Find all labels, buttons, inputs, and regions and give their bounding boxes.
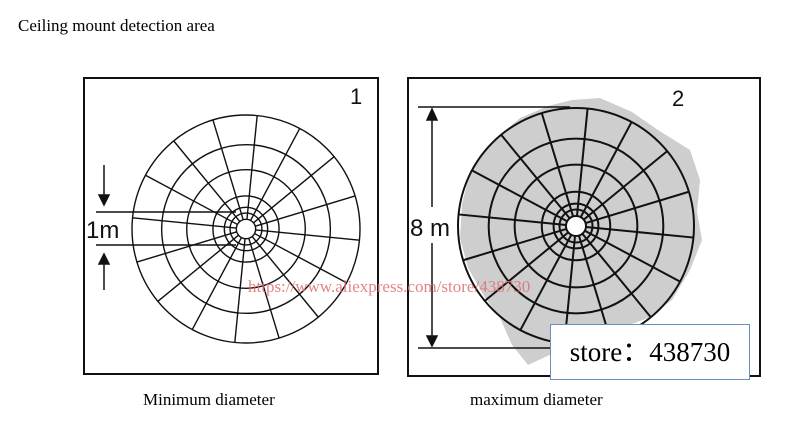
zone-spoke [191,237,243,330]
zone-spoke [583,150,668,221]
dimension-label: 8 m [410,215,450,242]
panel-minimum: 1 1m [83,77,379,375]
zone-spoke [251,236,319,318]
zone-spoke [212,119,244,220]
zone-spoke [249,128,301,221]
zone-spoke [136,231,237,263]
zone-spoke [519,234,573,331]
zone-spoke [157,234,239,302]
zone-spoke [234,238,246,343]
store-badge: store：438730 [550,324,750,380]
inner-ring [552,202,600,250]
zone-spoke [585,190,690,225]
zone-spoke [145,174,238,226]
caption-maximum: maximum diameter [470,390,603,409]
zone-spoke [458,213,567,227]
zone-spoke [248,238,280,339]
watermark-url: https://www.aliexpress.com/store/438730 [248,277,531,296]
panel-number: 2 [672,86,684,111]
inner-ring [229,212,263,246]
zone-spoke [575,108,589,217]
zone-spoke [246,115,258,220]
zone-spoke [462,227,567,262]
zone-spoke [255,195,356,227]
sensor-hub [564,214,588,238]
zone-spoke [581,233,652,318]
zone-spoke [577,235,612,340]
zone-spoke [500,134,571,219]
panel-number: 1 [350,84,362,109]
range-ring [513,163,639,289]
zone-spoke [255,229,360,241]
zone-spoke [132,217,237,229]
range-ring [212,195,280,263]
zone-spoke [484,231,569,302]
dimension-label: 1m [86,217,119,244]
range-ring [160,143,332,315]
inner-ring [558,208,594,244]
sensor-hub [235,218,257,240]
zone-spoke [579,121,633,218]
panel-frame [83,77,379,375]
range-ring [540,190,612,262]
zone-spoke [471,169,568,223]
zone-spoke [540,112,575,217]
range-ring [487,137,665,315]
range-ring [131,114,361,344]
page-title: Ceiling mount detection area [18,16,215,35]
zone-spoke [585,225,694,239]
range-pattern [131,114,361,344]
zone-spoke [173,140,241,222]
dimension-arrows [418,106,570,349]
zone-spoke [253,156,335,224]
zone-spoke [584,229,681,283]
zone-spoke [254,232,347,284]
inner-ring [223,206,269,252]
range-ring [186,169,306,289]
caption-minimum: Minimum diameter [143,390,275,409]
dimension-arrows [96,165,236,290]
